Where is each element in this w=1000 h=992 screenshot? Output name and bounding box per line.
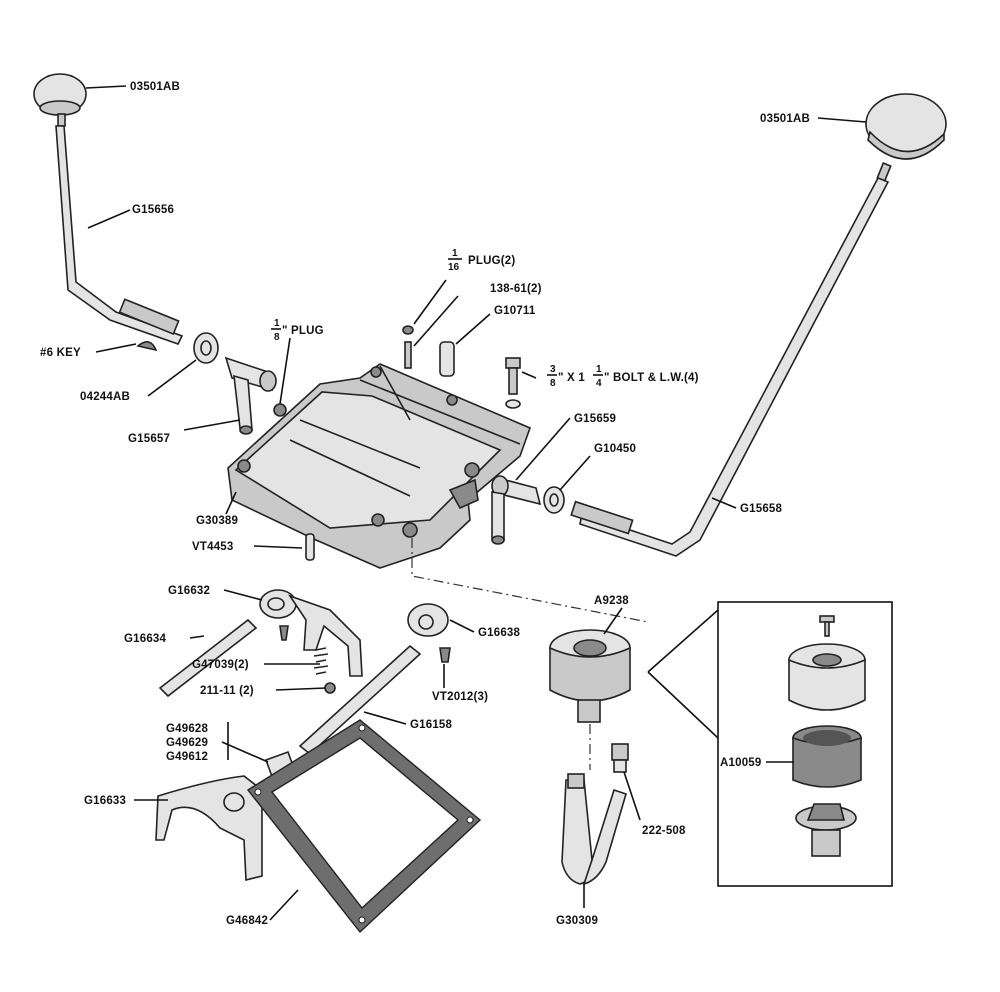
eighth-plug <box>273 403 287 417</box>
left-lever-rod <box>55 125 184 345</box>
label-screw-vt: VT2012(3) <box>432 691 488 703</box>
g16638-block <box>407 603 451 663</box>
label-sixteenth-plug-num: 1 <box>452 248 458 259</box>
bolt <box>505 357 521 409</box>
inset-screw <box>819 615 835 637</box>
bottom-fork <box>155 775 263 882</box>
label-bolt-e: 4 <box>596 378 602 389</box>
label-bolt-c: " X 1 <box>558 372 585 384</box>
pin-vt4453 <box>305 533 315 561</box>
label-bolt-b: 8 <box>550 378 556 389</box>
breather-a9238 <box>549 629 631 723</box>
label-pin-138: 138-61(2) <box>490 283 542 295</box>
label-bolt-f: " BOLT & L.W.(4) <box>604 372 699 384</box>
right-lever-rod <box>579 176 890 557</box>
right-washer <box>543 486 565 514</box>
left-washer <box>193 332 219 364</box>
label-sixteenth-plug: PLUG(2) <box>468 255 515 267</box>
label-bolt-d: 1 <box>596 364 602 375</box>
label-arm-left: G15657 <box>128 433 170 445</box>
label-fork-bottom: G16633 <box>84 795 126 807</box>
label-gasket: G46842 <box>226 915 268 927</box>
dowel-g10711 <box>439 341 455 377</box>
label-key: #6 KEY <box>40 347 81 359</box>
detail-inset-box <box>717 601 893 887</box>
label-spring: G47039(2) <box>192 659 249 671</box>
key <box>136 341 158 352</box>
fitting-222-508 <box>611 743 629 773</box>
inset-cap <box>788 643 866 711</box>
label-breather-part: A10059 <box>720 757 761 769</box>
label-lever-left: G15656 <box>132 204 174 216</box>
label-dowel: G10711 <box>494 305 536 317</box>
hose-g30309 <box>561 773 627 886</box>
label-rail-bottom: G16158 <box>410 719 453 731</box>
label-washer-right: G10450 <box>594 443 636 455</box>
label-bolt-a: 3 <box>550 364 556 375</box>
label-eighth-plug: " PLUG <box>282 325 324 337</box>
label-fitting: 222-508 <box>642 825 686 837</box>
label-knob-left: 03501AB <box>130 81 180 93</box>
spring-parts <box>279 625 336 694</box>
label-knob-right: 03501AB <box>760 113 810 125</box>
label-sixteenth-plug-den: 16 <box>448 262 460 273</box>
label-g49628: G49628 <box>166 723 209 735</box>
label-cover: G30389 <box>196 515 238 527</box>
label-fork-top: G16632 <box>168 585 210 597</box>
right-shift-lever-assembly <box>570 93 947 557</box>
label-hose: G30309 <box>556 915 598 927</box>
inset-base <box>795 803 857 857</box>
pin-138-61 <box>404 341 412 369</box>
top-fork <box>259 589 363 677</box>
gasket-g46842 <box>246 719 482 934</box>
left-shift-lever-assembly <box>33 73 219 364</box>
left-shift-arm <box>224 356 277 435</box>
label-rail-top: G16634 <box>124 633 167 645</box>
bottom-rail <box>298 644 422 756</box>
label-washer-left: 04244AB <box>80 391 130 403</box>
top-rail <box>158 618 258 698</box>
label-g49612: G49612 <box>166 751 208 763</box>
leader-lines <box>85 85 867 921</box>
label-pin-vt: VT4453 <box>192 541 233 553</box>
label-block: G16638 <box>478 627 521 639</box>
shift-cover <box>227 363 532 569</box>
label-eighth-plug-num: 1 <box>274 318 280 329</box>
label-lever-right: G15658 <box>740 503 783 515</box>
right-shift-arm <box>491 475 542 545</box>
label-eighth-plug-den: 8 <box>274 332 280 343</box>
label-ball: 211-11 (2) <box>200 685 254 697</box>
label-arm-right: G15659 <box>574 413 616 425</box>
label-breather: A9238 <box>594 595 629 607</box>
assembly-line <box>411 538 649 623</box>
inset-a10059 <box>792 725 862 788</box>
sixteenth-plug <box>402 325 414 335</box>
label-g49629: G49629 <box>166 737 208 749</box>
